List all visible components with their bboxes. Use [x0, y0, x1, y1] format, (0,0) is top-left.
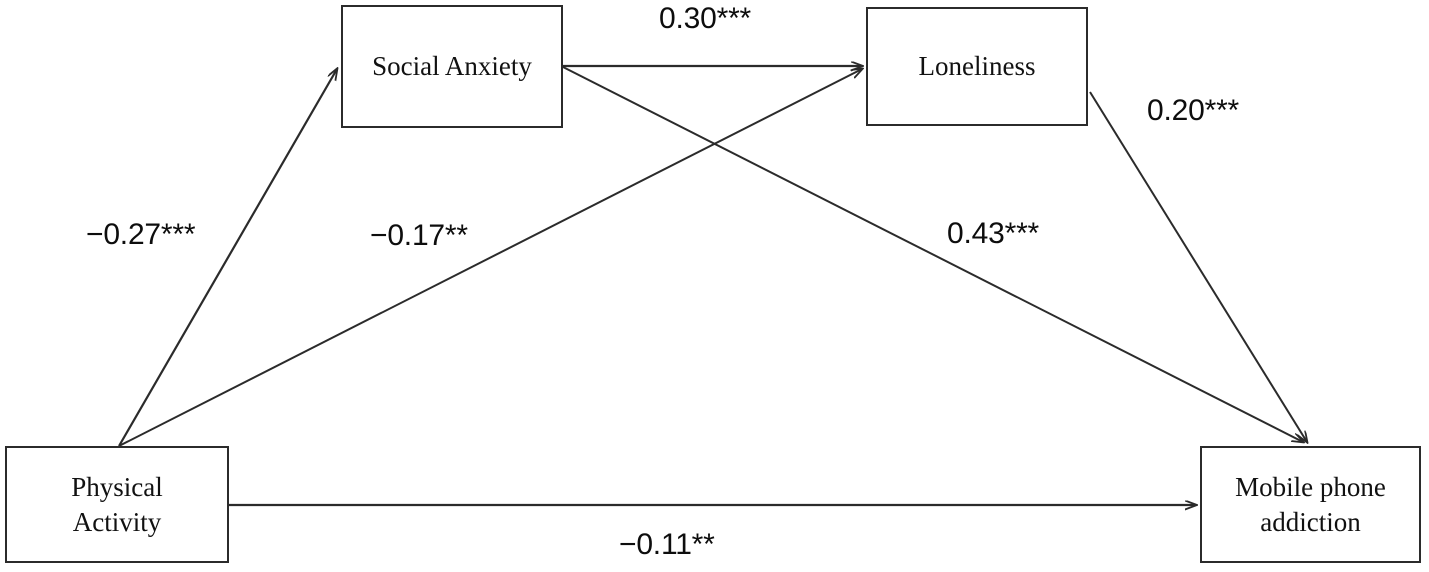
node-social-anxiety-label: Social Anxiety: [372, 51, 532, 82]
path-label-loneliness-to-mobile-phone-addiction: 0.20***: [1147, 94, 1240, 127]
node-mobile-phone-addiction-label: Mobile phone addiction: [1235, 471, 1386, 537]
arrow-physical-activity-to-loneliness: [118, 69, 862, 447]
node-physical-activity[interactable]: Physical Activity: [5, 446, 229, 563]
path-label-physical-activity-to-loneliness: −0.17**: [370, 219, 468, 252]
node-mobile-phone-addiction[interactable]: Mobile phone addiction: [1200, 446, 1421, 563]
path-label-social-anxiety-to-mobile-phone-addiction: 0.43***: [947, 217, 1040, 250]
node-social-anxiety[interactable]: Social Anxiety: [341, 5, 563, 128]
node-loneliness-label: Loneliness: [918, 51, 1036, 82]
path-label-physical-activity-to-mobile-phone-addiction: −0.11**: [619, 528, 715, 561]
node-physical-activity-label: Physical Activity: [71, 471, 163, 537]
arrow-physical-activity-to-social-anxiety: [118, 69, 337, 447]
path-label-physical-activity-to-social-anxiety: −0.27***: [86, 218, 196, 251]
node-loneliness[interactable]: Loneliness: [866, 7, 1088, 126]
arrow-loneliness-to-mobile-phone-addiction: [1089, 91, 1307, 442]
path-label-social-anxiety-to-loneliness: 0.30***: [659, 2, 752, 35]
arrow-social-anxiety-to-mobile-phone-addiction: [562, 66, 1303, 442]
